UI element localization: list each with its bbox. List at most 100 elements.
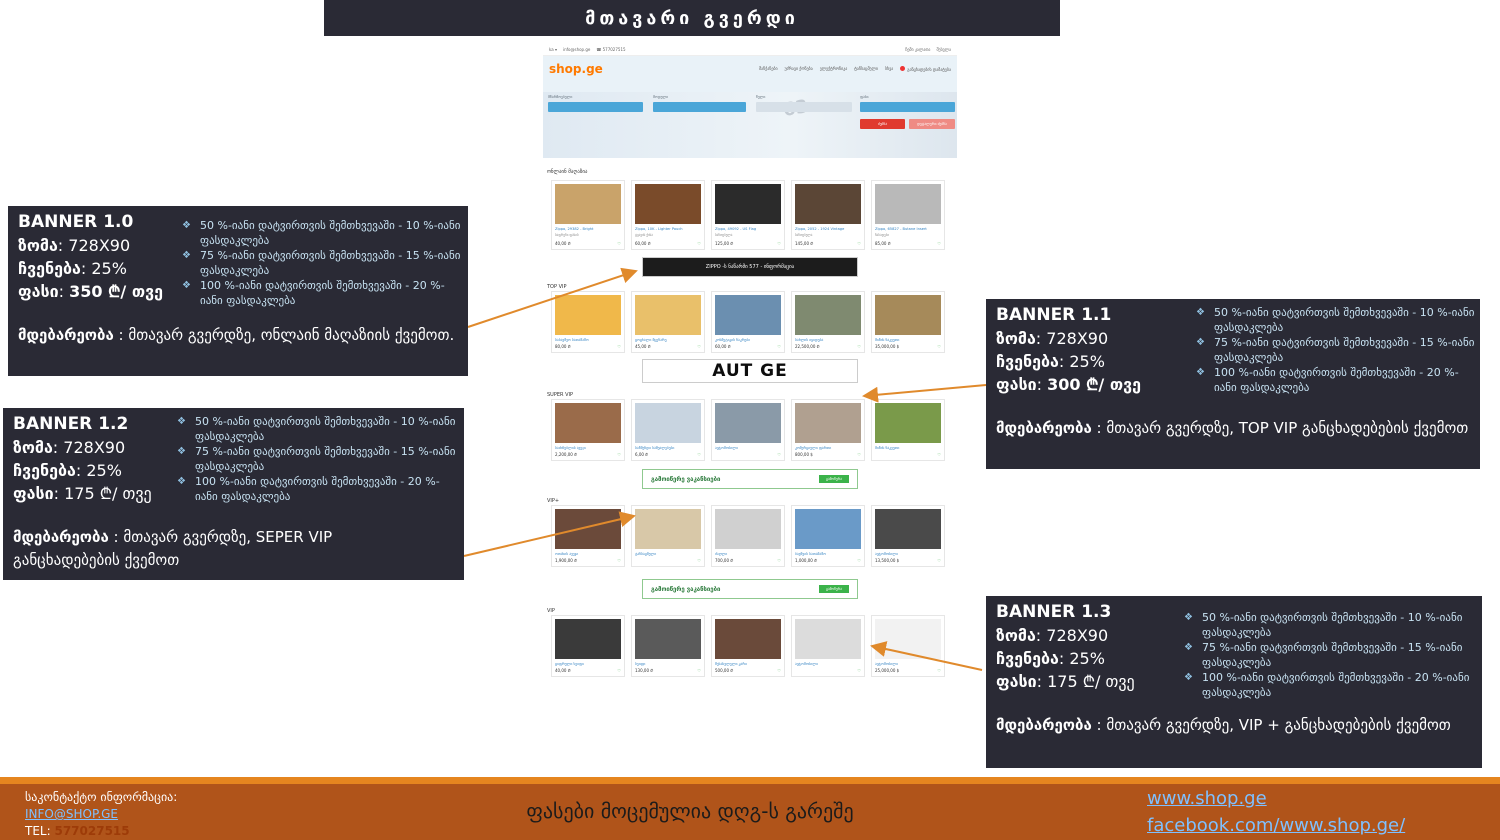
listing-image[interactable] xyxy=(875,295,941,335)
model-select[interactable] xyxy=(653,102,746,112)
manufacturer-select[interactable] xyxy=(548,102,643,112)
search-button[interactable]: ძებნა xyxy=(860,119,905,129)
listing-title[interactable]: სახლის იყიდება xyxy=(795,338,824,342)
cart-link[interactable]: ჩემი კალათა xyxy=(905,47,931,52)
favorite-heart-icon[interactable]: ♡ xyxy=(697,558,701,563)
nav-item[interactable]: უძრავი ქონება xyxy=(784,66,813,71)
listing-image[interactable] xyxy=(635,619,701,659)
favorite-heart-icon[interactable]: ♡ xyxy=(617,452,621,457)
favorite-heart-icon[interactable]: ♡ xyxy=(857,668,861,673)
favorite-heart-icon[interactable]: ♡ xyxy=(937,241,941,246)
listing-title[interactable]: ბავშვის სათამაშო xyxy=(795,552,826,556)
listing-image[interactable] xyxy=(635,184,701,224)
listing-title[interactable]: ავტომობილი xyxy=(715,446,738,450)
favorite-heart-icon[interactable]: ♡ xyxy=(937,558,941,563)
listing-image[interactable] xyxy=(635,509,701,549)
banner-1-0-slot[interactable]: ZIPPO -ს ნაწარმი 577 - ინფორმაცია xyxy=(642,257,858,277)
banner-1-2-slot[interactable]: გამოიწერე ვაკანსიები გამოწერა xyxy=(642,469,858,489)
listing-image[interactable] xyxy=(635,295,701,335)
price-input[interactable] xyxy=(860,102,955,112)
listing-image[interactable] xyxy=(555,509,621,549)
favorite-heart-icon[interactable]: ♡ xyxy=(777,452,781,457)
favorite-heart-icon[interactable]: ♡ xyxy=(777,344,781,349)
site-link[interactable]: www.shop.ge xyxy=(1147,788,1267,809)
listing-title[interactable]: ავტომობილი xyxy=(875,552,898,556)
listing-image[interactable] xyxy=(795,619,861,659)
login-link[interactable]: შესვლა xyxy=(936,47,951,52)
listing-title[interactable]: ავტომობილი xyxy=(795,662,818,666)
listing-image[interactable] xyxy=(555,295,621,335)
listing-image[interactable] xyxy=(715,184,781,224)
detailed-search-button[interactable]: დეტალური ძებნა xyxy=(909,119,955,129)
year-select[interactable] xyxy=(756,102,852,112)
listing-image[interactable] xyxy=(555,619,621,659)
site-logo[interactable]: shop.ge xyxy=(549,62,603,76)
favorite-heart-icon[interactable]: ♡ xyxy=(857,452,861,457)
listing-title[interactable]: Zippo, 29382 - Bright xyxy=(555,227,594,231)
listing-image[interactable] xyxy=(555,403,621,443)
listing-image[interactable] xyxy=(795,509,861,549)
language-selector[interactable]: ka ▾ xyxy=(549,47,557,52)
listing-image[interactable] xyxy=(875,184,941,224)
listing-title[interactable]: Zippo, 65827 - Butane Insert xyxy=(875,227,927,231)
listing-card[interactable]: ავტომობილი ♡ xyxy=(791,615,865,677)
listing-image[interactable] xyxy=(795,403,861,443)
favorite-heart-icon[interactable]: ♡ xyxy=(617,344,621,349)
listing-title[interactable]: Zippo, 49092 - US Flag xyxy=(715,227,757,231)
listing-title[interactable]: შესასვლელი კარი xyxy=(715,662,747,666)
favorite-heart-icon[interactable]: ♡ xyxy=(937,344,941,349)
favorite-heart-icon[interactable]: ♡ xyxy=(697,344,701,349)
listing-card[interactable]: ავტომობილი ♡ xyxy=(711,399,785,461)
listing-card[interactable]: ტანსაცმელი ♡ xyxy=(631,505,705,567)
listing-card[interactable]: მიწის ნაკვეთი ♡ xyxy=(871,399,945,461)
favorite-heart-icon[interactable]: ♡ xyxy=(777,668,781,673)
favorite-heart-icon[interactable]: ♡ xyxy=(617,241,621,246)
listing-image[interactable] xyxy=(715,509,781,549)
jobs-subscribe-button[interactable]: გამოწერა xyxy=(818,475,849,483)
listing-title[interactable]: ტანსაცმელი xyxy=(635,552,657,556)
listing-image[interactable] xyxy=(635,403,701,443)
listing-image[interactable] xyxy=(875,403,941,443)
listing-image[interactable] xyxy=(555,184,621,224)
nav-item[interactable]: მანქანები xyxy=(758,66,778,71)
listing-title[interactable]: მიწის ნაკვეთი xyxy=(875,446,900,450)
nav-item[interactable]: სხვა xyxy=(884,66,894,71)
listing-title[interactable]: საძინებლის ავეჯი xyxy=(555,446,586,450)
listing-title[interactable]: ციფრული სეიფი xyxy=(555,662,584,666)
listing-image[interactable] xyxy=(715,295,781,335)
listing-image[interactable] xyxy=(795,295,861,335)
listing-title[interactable]: Zippo, 2052 - 1924 Vintage xyxy=(795,227,845,231)
listing-title[interactable]: საბავშვო სათამაშო xyxy=(555,338,589,342)
listing-image[interactable] xyxy=(875,509,941,549)
listing-image[interactable] xyxy=(875,619,941,659)
favorite-heart-icon[interactable]: ♡ xyxy=(697,668,701,673)
favorite-heart-icon[interactable]: ♡ xyxy=(697,452,701,457)
banner-1-3-slot[interactable]: გამოიწერე ვაკანსიები გამოწერა xyxy=(642,579,858,599)
listing-title[interactable]: ცოცხალი მცენარე xyxy=(635,338,667,342)
favorite-heart-icon[interactable]: ♡ xyxy=(937,452,941,457)
listing-title[interactable]: კომერციული ფართი xyxy=(795,446,832,450)
nav-item[interactable]: ტანსაცმელი xyxy=(854,66,878,71)
listing-title[interactable]: მიწის ნაკვეთი xyxy=(875,338,900,342)
listing-title[interactable]: ძაღლი xyxy=(715,552,728,556)
listing-title[interactable]: Zippo, 10K - Lighter Pouch xyxy=(635,227,683,231)
listing-image[interactable] xyxy=(795,184,861,224)
